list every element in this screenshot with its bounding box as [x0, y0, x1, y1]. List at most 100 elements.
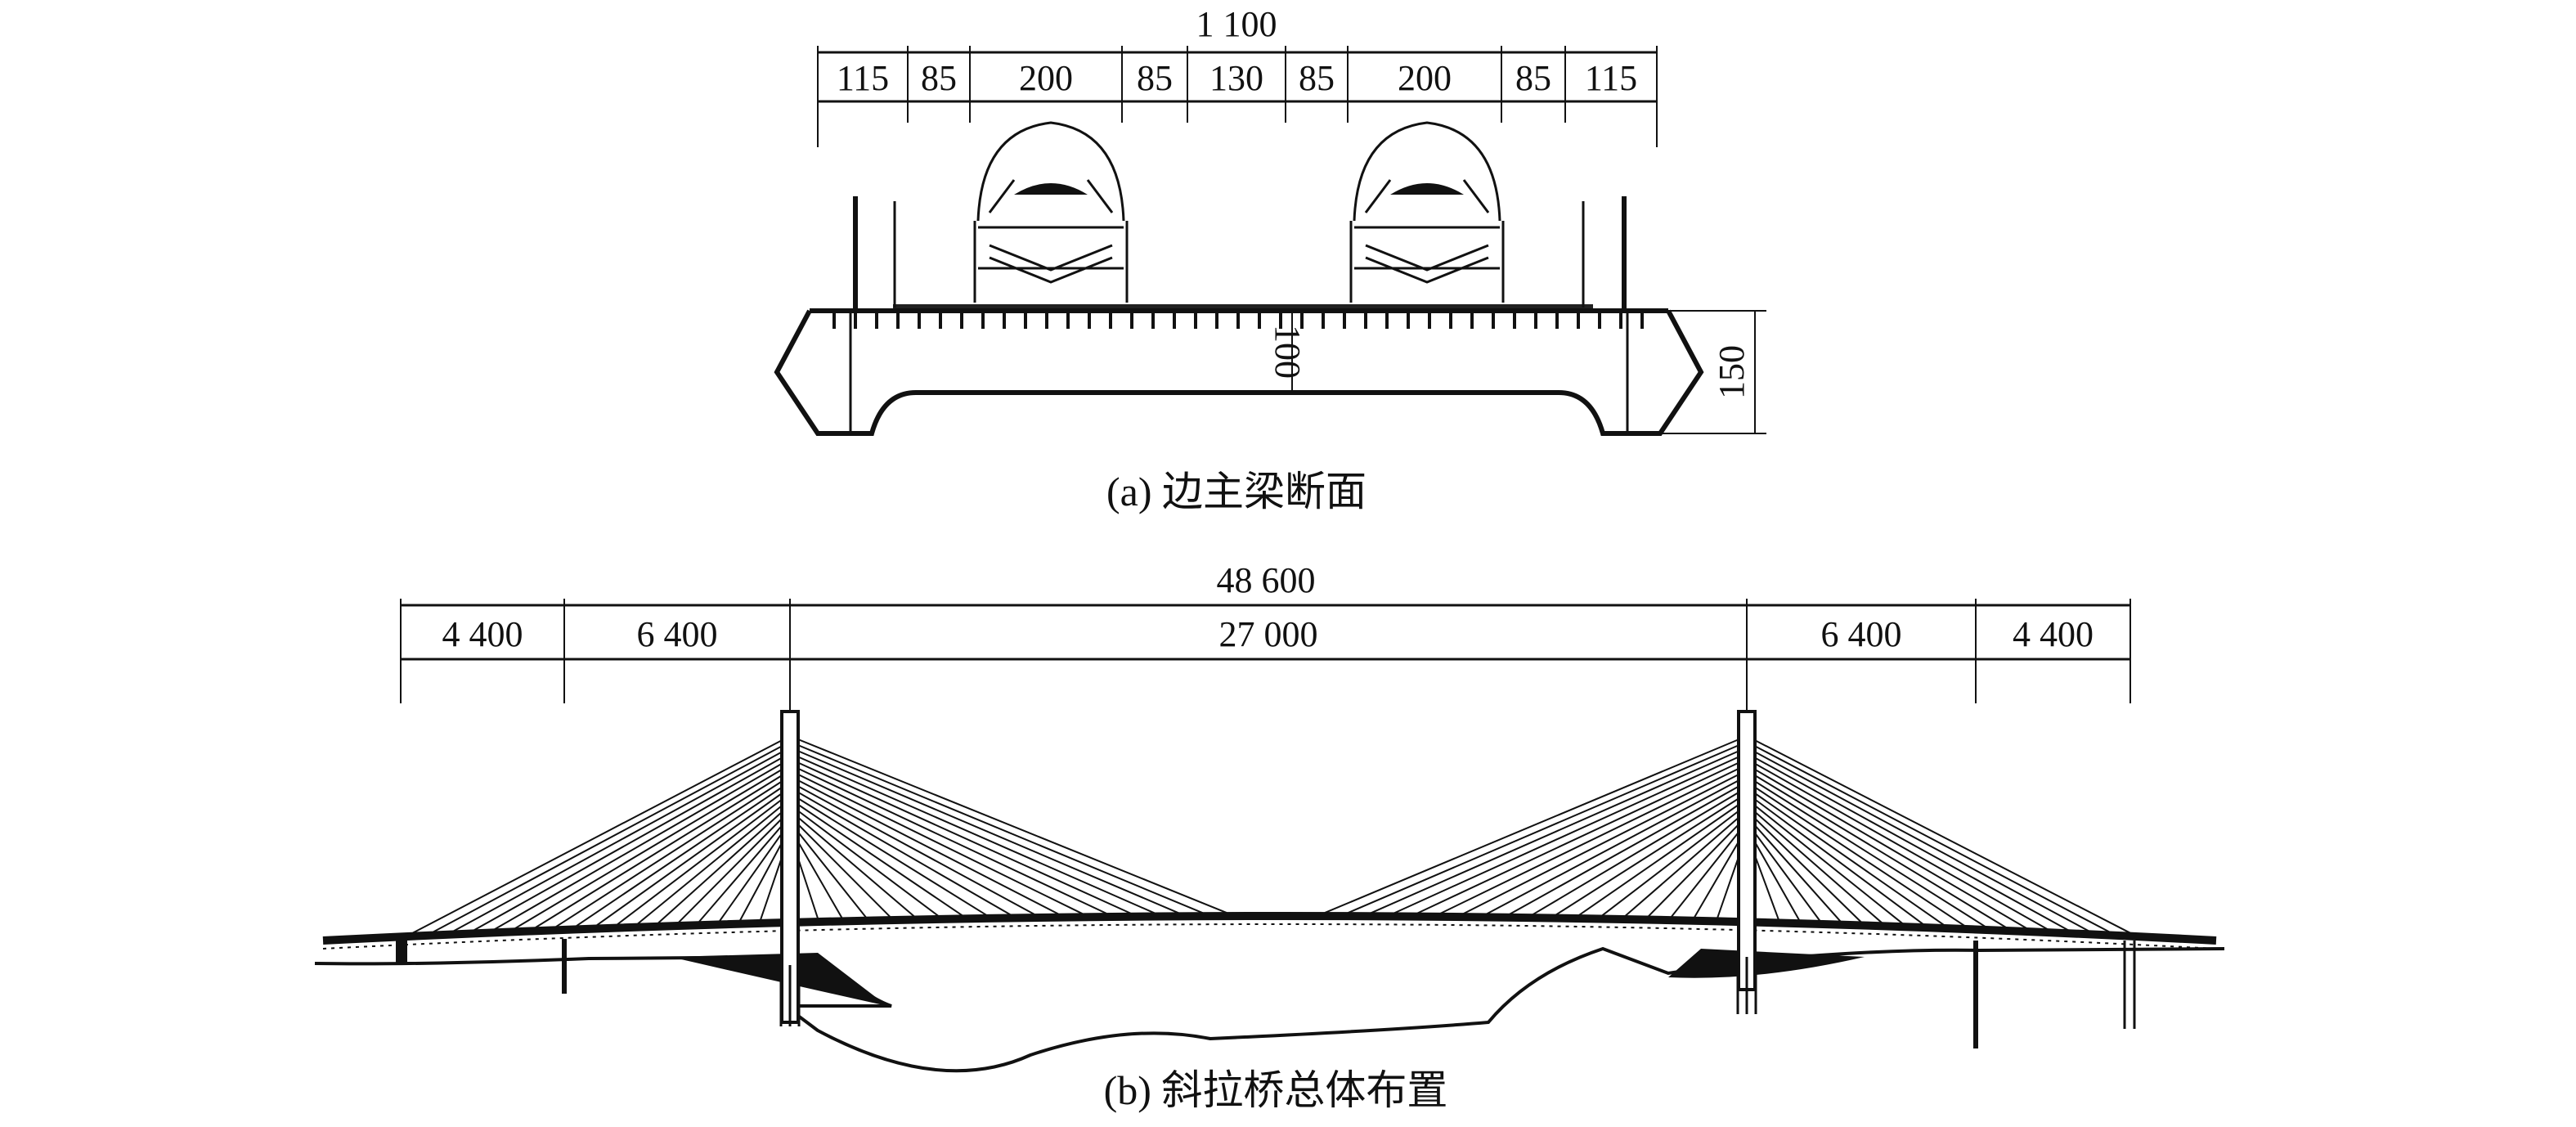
stay-cable: [1509, 781, 1748, 915]
stay-cable: [678, 810, 791, 923]
stay-cable: [1647, 815, 1748, 918]
tower-right: [1736, 710, 1757, 1014]
stay-cable: [1439, 764, 1748, 914]
stay-cable: [1670, 821, 1748, 918]
span-label: 6 400: [637, 614, 718, 654]
stay-cable: [1416, 758, 1748, 914]
deck-pavement: [893, 304, 1593, 311]
stay-cable: [1746, 758, 2049, 931]
conveyor-right: [1349, 121, 1505, 303]
stay-cables: [412, 735, 2131, 934]
stay-cable: [789, 792, 987, 916]
stay-cable: [1347, 741, 1748, 914]
stay-cable: [1462, 770, 1748, 915]
stay-cable: [1532, 787, 1748, 916]
sub-dimension-label: 85: [921, 58, 957, 98]
sub-dimension-label: 200: [1398, 58, 1452, 98]
auxiliary-pier: [562, 939, 1978, 1048]
outer-depth-line: [1660, 310, 1766, 434]
girder-webs: [849, 311, 1629, 433]
stay-cable: [1324, 735, 1748, 914]
caption-b: (b) 斜拉桥总体布置: [1104, 1067, 1448, 1113]
conveyor-frame: [973, 179, 1129, 303]
pile: [779, 965, 801, 1026]
stay-cable: [535, 770, 791, 928]
span-label: 4 400: [442, 614, 523, 654]
stay-cable: [789, 770, 1083, 915]
sub-dimension-label: 85: [1299, 58, 1335, 98]
stay-cable: [1746, 770, 2007, 929]
conveyor-cover-arch: [1353, 121, 1501, 222]
stay-cable: [1746, 781, 1966, 927]
stay-cable: [789, 810, 915, 917]
stay-cable: [494, 758, 791, 930]
conveyor-belt: [1014, 183, 1088, 195]
stay-cable: [789, 747, 1179, 914]
sub-dimension-label: 85: [1515, 58, 1551, 98]
span-label: 4 400: [2013, 614, 2094, 654]
sub-dimension-label: 115: [1585, 58, 1637, 98]
stay-cable: [789, 787, 1011, 916]
sub-dimensions: 115 85 200 85 130 85 200 85 115: [817, 46, 1658, 147]
deck-stiffeners: [832, 311, 1644, 329]
stay-cable: [789, 804, 939, 917]
stay-cable: [637, 798, 791, 925]
stay-cable: [789, 764, 1107, 914]
stay-cable: [1393, 752, 1748, 914]
stay-cable: [453, 747, 791, 932]
stay-cable: [617, 792, 791, 926]
sub-dimension-label: 130: [1209, 58, 1263, 98]
stay-cable: [1555, 792, 1748, 916]
stay-cable: [1746, 810, 1862, 923]
stay-cable: [555, 775, 791, 927]
stay-cable: [789, 798, 963, 916]
conveyor-left: [973, 121, 1129, 303]
stay-cable: [1601, 804, 1748, 917]
stay-cable: [789, 775, 1059, 915]
total-length-label: 48 600: [1217, 560, 1316, 600]
stay-cable: [1486, 775, 1748, 915]
stay-cable: [1746, 775, 1986, 928]
stay-cable: [657, 804, 791, 924]
stay-cable: [1746, 792, 1924, 926]
tower-left: [779, 710, 801, 1026]
stay-cable: [1746, 735, 2131, 934]
stay-cable: [596, 787, 791, 926]
outer-railing: [853, 196, 1627, 311]
stay-cable: [1746, 787, 1945, 927]
deck-truss: [322, 923, 2217, 950]
stay-cable: [1746, 764, 2028, 930]
stay-cable: [1746, 821, 1821, 922]
stay-cable: [1746, 804, 1883, 924]
stay-cable: [1746, 798, 1904, 925]
pylon: [1737, 710, 1757, 991]
inner-railing: [893, 201, 1585, 308]
riverbank-fill: [671, 949, 1865, 1006]
stay-cable: [719, 821, 791, 922]
stay-cable: [789, 741, 1203, 914]
stay-cable: [1746, 752, 2069, 932]
ground-profile: [314, 946, 2225, 1073]
stay-cable: [473, 752, 791, 932]
stay-cable: [433, 741, 791, 933]
inner-depth-label: 100: [1268, 325, 1308, 379]
stay-cable: [1578, 798, 1748, 917]
stay-cable: [1746, 815, 1842, 923]
stay-cable: [412, 735, 791, 934]
sub-dimension-label: 200: [1019, 58, 1073, 98]
stay-cable: [576, 781, 791, 927]
bridge-deck: [322, 912, 2217, 945]
stay-cable: [789, 735, 1227, 914]
caption-a: (a) 边主梁断面: [1106, 469, 1367, 514]
stay-cable: [789, 752, 1156, 914]
stay-cable: [514, 764, 791, 929]
sub-dimension-label: 115: [837, 58, 889, 98]
stay-cable: [789, 815, 891, 918]
girder-outline: [774, 309, 1704, 436]
sub-dimension-label: 85: [1137, 58, 1173, 98]
span-label: 27 000: [1219, 614, 1318, 654]
